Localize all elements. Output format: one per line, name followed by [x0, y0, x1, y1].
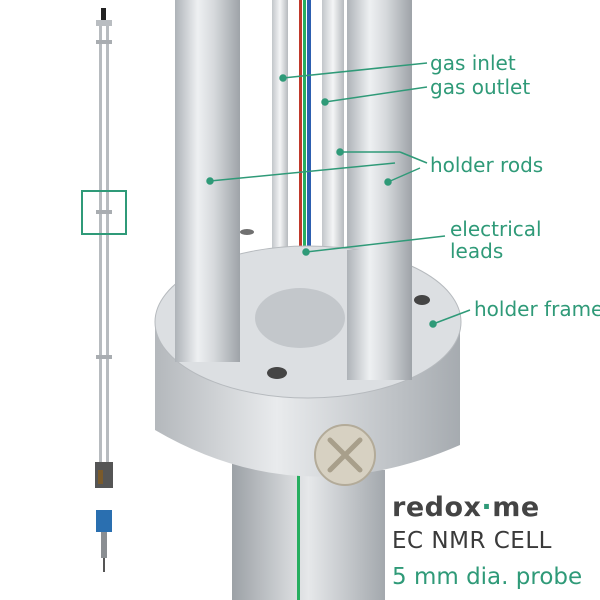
- probe-cell-body: [95, 462, 113, 488]
- probe-overview: [81, 8, 127, 572]
- screw: [314, 424, 376, 486]
- label-gas-outlet: gas outlet: [430, 75, 531, 99]
- wire-blue: [307, 0, 311, 350]
- label-holder-frame: holder frame: [474, 297, 600, 321]
- probe-rod-left: [99, 26, 102, 466]
- callout-leaders: [206, 62, 471, 328]
- ring-hole: [240, 229, 254, 235]
- product-title: EC NMR CELL: [392, 528, 552, 554]
- brand-separator: ·: [481, 492, 493, 523]
- probe-rod-right: [106, 26, 109, 466]
- ring-hole: [267, 367, 287, 379]
- label-gas-inlet: gas inlet: [430, 51, 516, 75]
- probe-tip-connector: [101, 8, 106, 20]
- brand-prefix: redox: [392, 492, 482, 523]
- zoom-indicator-box: [81, 190, 127, 235]
- probe-top-cap: [96, 20, 112, 26]
- label-electrical: electrical: [450, 217, 542, 241]
- ring-hole: [414, 295, 430, 305]
- brand-suffix: me: [492, 492, 540, 523]
- probe-blue-housing: [96, 510, 112, 532]
- label-leads: leads: [450, 239, 504, 263]
- label-holder-rods: holder rods: [430, 153, 544, 177]
- brand-logo: redox·me: [392, 492, 540, 523]
- lower-probe-body: [232, 460, 385, 600]
- probe-sample-tube: [101, 532, 107, 558]
- product-subtitle: 5 mm dia. probe: [392, 564, 583, 590]
- wire-red: [299, 0, 302, 350]
- wire-green: [303, 0, 306, 350]
